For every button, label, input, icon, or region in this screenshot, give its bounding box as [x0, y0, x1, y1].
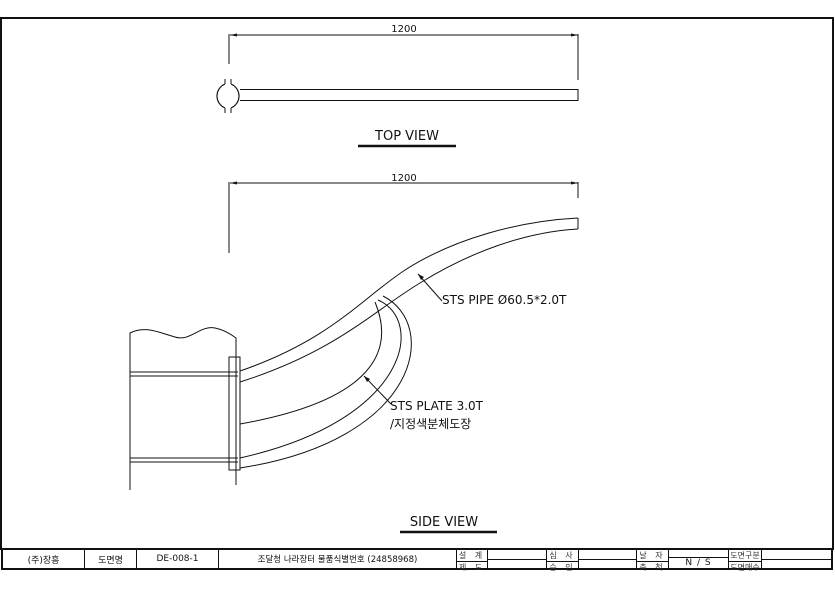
pipe-section-circle — [216, 83, 240, 109]
post-section-ticks — [224, 79, 232, 113]
pipe-label: STS PIPE Ø60.5*2.0T — [442, 293, 567, 307]
review-values — [579, 550, 637, 568]
draft-value — [488, 558, 546, 569]
category-values — [762, 550, 831, 568]
company-name: (주)장흥 — [3, 550, 85, 568]
side-view-title: SIDE VIEW — [410, 515, 478, 530]
date-label: 날 자 — [639, 551, 666, 560]
dimension-arrow-icon — [230, 181, 237, 185]
top-dimension-text: 1200 — [391, 24, 416, 35]
sheets-value — [762, 558, 831, 569]
title-block: (주)장흥 도면명 DE-008-1 조달청 나라장터 물품식별번호 (2485… — [1, 548, 833, 572]
pipe-lower-edge — [239, 228, 579, 383]
side-dimension-text: 1200 — [391, 173, 416, 184]
design-values — [488, 550, 547, 568]
dimension-arrow-icon — [571, 33, 578, 37]
scale-label: 축 척 — [637, 561, 668, 573]
draft-label: 제 도 — [457, 561, 487, 572]
sheets-label: 도면매수 — [729, 561, 761, 572]
design-label: 설 계 — [458, 551, 486, 560]
top-view: 1200 TOP VIEW — [216, 24, 579, 148]
drawing-border — [0, 17, 834, 550]
review-value — [579, 550, 636, 559]
base-plate — [228, 356, 241, 471]
review-label: 심 사 — [549, 551, 576, 560]
leader-arrow-icon — [418, 274, 424, 280]
design-value — [488, 550, 546, 559]
approve-value — [579, 558, 636, 569]
drawing-title: 조달청 나라장터 물품식별번호 (24858968) — [219, 550, 457, 568]
side-view: 1200 STS PIPE Ø60.5*2.0T STS PLATE 3.0T … — [129, 173, 579, 534]
plate-label: STS PLATE 3.0T — [390, 399, 484, 413]
approve-label: 승 인 — [547, 561, 578, 573]
drawing-number: DE-008-1 — [137, 550, 219, 568]
top-pipe — [240, 89, 579, 101]
top-view-title: TOP VIEW — [374, 129, 439, 144]
pipe-upper-edge — [239, 217, 579, 372]
post — [129, 327, 237, 490]
plate-leader-line — [363, 375, 392, 405]
bolts — [130, 371, 238, 463]
drawing-name-label: 도면명 — [85, 550, 137, 568]
date-value — [669, 550, 728, 557]
category-value — [762, 550, 831, 559]
dimension-arrow-icon — [571, 181, 578, 185]
date-scale-values: N / S — [669, 550, 729, 568]
plate-outer-edge — [239, 295, 412, 469]
plate-finish-label: /지정색분체도장 — [390, 417, 471, 431]
leader-arrow-icon — [364, 376, 370, 382]
category-label: 도면구분 — [730, 551, 760, 560]
dimension-arrow-icon — [230, 33, 237, 37]
scale-value: N / S — [669, 557, 728, 568]
plate-middle-edge — [239, 299, 402, 459]
plate-inner-edge — [239, 301, 383, 425]
